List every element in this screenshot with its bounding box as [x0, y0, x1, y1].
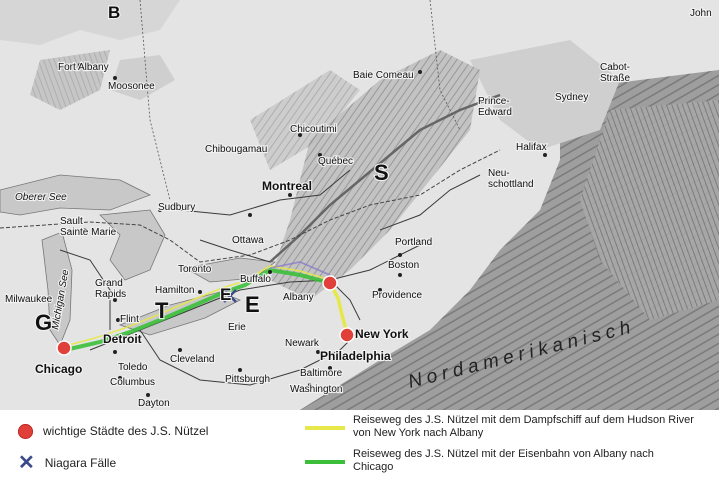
- city-dot-icon: [18, 424, 33, 439]
- legend-cities: wichtige Städte des J.S. Nützel: [18, 424, 208, 439]
- label-lake-e: E: [220, 285, 231, 304]
- label-flint: Flint: [120, 314, 139, 325]
- rail-swatch: [305, 460, 345, 464]
- legend-rail-label: Reiseweg des J.S. Nützel mit der Eisenba…: [353, 448, 654, 473]
- st-lawrence-river: [269, 93, 501, 263]
- label-ottawa: Ottawa: [232, 235, 264, 246]
- label-region-s: S: [374, 160, 390, 185]
- label-new-york: New York: [355, 327, 409, 341]
- rail-route-line: [63, 267, 332, 352]
- chicago-city-dot: [56, 340, 72, 356]
- label-providence: Providence: [372, 290, 422, 301]
- legend-steamship-label: Reiseweg des J.S. Nützel mit dem Dampfsc…: [353, 414, 694, 439]
- label-oberer-see: Oberer See: [15, 192, 67, 203]
- niagara-falls-cross: [223, 289, 237, 303]
- province-border: [139, 0, 171, 201]
- laurentian-relief: [250, 70, 360, 170]
- label-halifax: Halifax: [516, 142, 547, 153]
- label-region-t: T: [155, 298, 169, 323]
- label-cleveland: Cleveland: [170, 354, 214, 365]
- legend-steamship: Reiseweg des J.S. Nützel mit dem Dampfsc…: [305, 414, 705, 440]
- map: Fort Albany Moosonee B Baie Comeau Chico…: [0, 0, 719, 410]
- rail-route-highlight: [64, 265, 331, 347]
- label-toronto: Toronto: [178, 264, 212, 275]
- map-canvas: Fort Albany Moosonee B Baie Comeau Chico…: [0, 0, 719, 410]
- label-saint-john: John: [690, 8, 712, 19]
- label-buffalo: Buffalo: [240, 274, 271, 285]
- steamship-route-line: [328, 281, 349, 335]
- town-markers: [28, 63, 577, 397]
- legend-rail: Reiseweg des J.S. Nützel mit der Eisenba…: [305, 448, 705, 474]
- label-hamilton: Hamilton: [155, 285, 194, 296]
- legend: wichtige Städte des J.S. Nützel ✕ Niagar…: [0, 410, 719, 477]
- label-hudson-b: B: [108, 3, 120, 22]
- label-washington: Washington: [290, 384, 342, 395]
- gulf-st-lawrence: [470, 40, 620, 150]
- label-region-e: E: [245, 292, 261, 317]
- ocean-relief: [580, 100, 719, 320]
- label-newark: Newark: [285, 338, 320, 349]
- lake-huron: [99, 209, 166, 281]
- road-network: [59, 169, 481, 386]
- label-region-g: G: [35, 310, 53, 335]
- label-boston: Boston: [388, 260, 419, 271]
- label-milwaukee: Milwaukee: [5, 294, 53, 305]
- label-baie-comeau: Baie Comeau: [353, 70, 414, 81]
- label-quebec: Québec: [318, 156, 353, 167]
- label-philadelphia: Philadelphia: [320, 349, 391, 363]
- label-chicago: Chicago: [35, 362, 82, 376]
- label-pittsburgh: Pittsburgh: [225, 374, 270, 385]
- cross-icon: ✕: [18, 452, 35, 474]
- label-erie: Erie: [228, 322, 246, 333]
- james-bay-water: [110, 55, 175, 100]
- appalachian-relief: [270, 50, 480, 300]
- label-portland: Portland: [395, 237, 432, 248]
- label-detroit: Detroit: [103, 332, 142, 346]
- label-neuschottland: Neu-schottland: [488, 168, 534, 190]
- legend-falls-label: Niagara Fälle: [44, 455, 117, 470]
- label-chibougamau: Chibougamau: [205, 144, 267, 155]
- label-baltimore: Baltimore: [300, 368, 343, 379]
- label-cabot-strasse: Cabot-Straße: [600, 62, 630, 84]
- label-dayton: Dayton: [138, 398, 170, 409]
- label-chicoutimi: Chicoutimi: [290, 124, 337, 135]
- label-columbus: Columbus: [110, 377, 155, 388]
- label-sydney: Sydney: [555, 92, 588, 103]
- new-york-city-dot: [339, 327, 355, 343]
- label-montreal: Montreal: [262, 179, 312, 193]
- northern-relief: [30, 50, 110, 110]
- label-prince-edward: Prince-Edward: [478, 96, 512, 118]
- label-moosonee: Moosonee: [108, 81, 155, 92]
- hudson-bay-water: [0, 0, 180, 45]
- legend-falls: ✕ Niagara Fälle: [18, 452, 117, 474]
- steamship-swatch: [305, 426, 345, 430]
- label-toledo: Toledo: [118, 362, 148, 373]
- legend-cities-label: wichtige Städte des J.S. Nützel: [43, 424, 209, 438]
- province-border-east: [429, 0, 461, 131]
- lake-superior: [0, 174, 151, 216]
- secondary-route-line: [269, 261, 331, 276]
- albany-city-dot: [322, 275, 338, 291]
- lake-michigan: [41, 231, 73, 346]
- label-fort-albany: Fort Albany: [58, 62, 109, 73]
- label-albany: Albany: [283, 292, 314, 303]
- label-sudbury: Sudbury: [158, 202, 195, 213]
- national-border: [0, 149, 501, 263]
